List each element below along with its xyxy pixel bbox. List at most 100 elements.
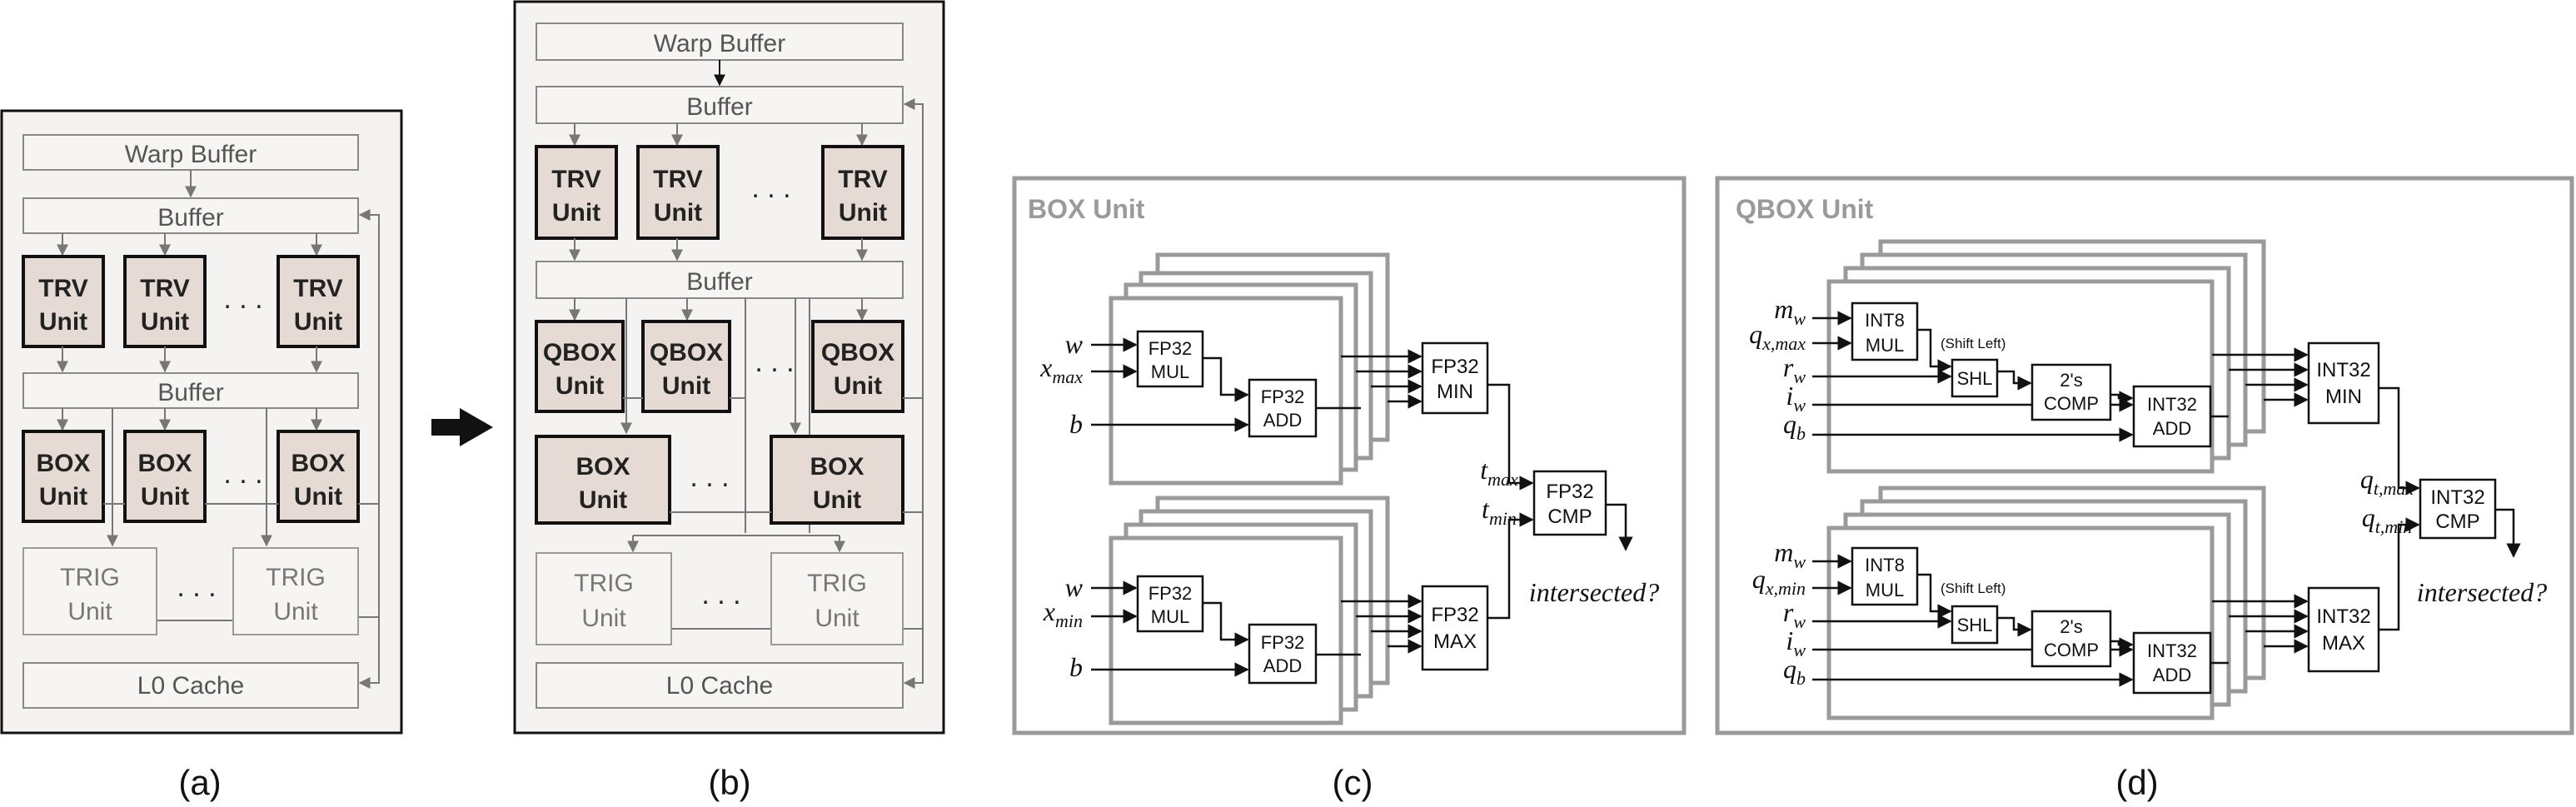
unit-label: Unit (294, 308, 342, 336)
op-label: FP32 (1148, 338, 1193, 359)
trv-unit: TRV Unit (636, 145, 720, 240)
trv-unit: TRV Unit (22, 255, 105, 348)
op-label: FP32 (1546, 481, 1593, 503)
panel-a: Warp Buffer Buffer TRV Unit TRV Unit . .… (0, 109, 403, 802)
unit-label: Unit (273, 598, 318, 625)
unit-label: Unit (552, 199, 600, 227)
twos-complement: 2's COMP (2030, 363, 2112, 421)
input-w: w (1065, 329, 1084, 359)
warp-buffer: Warp Buffer (22, 134, 359, 171)
box-unit: BOX Unit (22, 430, 105, 523)
op-label: COMP (2044, 393, 2099, 414)
int8-mul: INT8 MUL (1851, 546, 1919, 606)
op-label: MUL (1866, 580, 1904, 600)
input-b: b (1069, 409, 1083, 439)
trv-unit: TRV Unit (123, 255, 207, 348)
fp32-add: FP32 ADD (1248, 378, 1318, 438)
buffer-top: Buffer (22, 197, 359, 234)
op-label: SHL (1957, 368, 1993, 389)
input-xmin: xmin (1043, 596, 1083, 631)
trig-unit: TRIG Unit (536, 552, 672, 645)
unit-label: Unit (67, 598, 112, 625)
trig-unit: TRIG Unit (22, 547, 157, 635)
op-label: 2's (2060, 370, 2082, 391)
ellipsis: . . . (751, 172, 790, 204)
caption: (a) (178, 763, 221, 802)
op-label: 2's (2060, 616, 2082, 637)
unit-label: BOX (291, 450, 345, 477)
unit-label: BOX (575, 453, 630, 481)
unit-label: TRV (38, 275, 87, 302)
op-label: ADD (1263, 410, 1302, 431)
shl: SHL (1951, 605, 1999, 645)
buffer-middle: Buffer (22, 372, 359, 409)
input-iw: iw (1786, 381, 1806, 416)
unit-label: Unit (581, 605, 626, 632)
caption: (b) (708, 763, 750, 802)
qbox-unit: QBOX Unit (811, 320, 904, 413)
l0-cache-label: L0 Cache (137, 672, 244, 700)
op-label: INT32 (2430, 486, 2484, 509)
fp32-mul: FP32 MUL (1136, 330, 1204, 388)
op-label: CMP (1547, 506, 1592, 528)
op-label: FP32 (1431, 604, 1478, 626)
tmax-label: tmax (1480, 455, 1518, 490)
input-qxmax: qx,max (1749, 319, 1806, 354)
panel-c-box-unit: BOX Unit w xmax b w xmin b (1012, 176, 1687, 802)
trig-unit: TRIG Unit (770, 552, 904, 645)
input-iw: iw (1786, 625, 1806, 660)
unit-label: Unit (662, 372, 710, 400)
trv-unit: TRV Unit (821, 145, 904, 240)
ellipsis: . . . (690, 461, 729, 493)
warp-buffer-label: Warp Buffer (125, 141, 257, 168)
input-qxmin: qx,min (1752, 564, 1806, 599)
box-unit: BOX Unit (535, 435, 671, 525)
ellipsis: . . . (755, 346, 794, 378)
box-unit: BOX Unit (123, 430, 207, 523)
shift-left-note: (Shift Left) (1941, 336, 2005, 351)
l0-cache: L0 Cache (536, 662, 904, 709)
op-label: MIN (1437, 381, 1473, 403)
input-xmax: xmax (1039, 352, 1083, 387)
unit-label: Unit (141, 483, 189, 511)
unit-label: Unit (579, 486, 627, 514)
unit-label: Unit (834, 372, 882, 400)
result-label: intersected? (2417, 577, 2547, 607)
buffer-middle: Buffer (536, 261, 904, 299)
op-label: MAX (2322, 632, 2365, 655)
l0-cache: L0 Cache (22, 662, 359, 709)
warp-buffer-label: Warp Buffer (654, 30, 785, 57)
unit-label: QBOX (543, 339, 616, 366)
unit-label: TRV (140, 275, 189, 302)
result-label: intersected? (1529, 577, 1659, 607)
op-label: FP32 (1261, 632, 1305, 653)
ellipsis: . . . (701, 579, 740, 610)
fp32-mul: FP32 MUL (1136, 575, 1204, 633)
op-label: CMP (2435, 511, 2479, 533)
qbox-unit: QBOX Unit (535, 320, 625, 413)
trig-unit: TRIG Unit (232, 547, 359, 635)
qtmin-label: qt,min (2362, 502, 2413, 537)
unit-label: Unit (815, 605, 859, 632)
l0-cache-label: L0 Cache (666, 672, 773, 700)
unit-label: Unit (839, 199, 887, 227)
panel-title: QBOX Unit (1736, 194, 1874, 224)
unit-label: Unit (654, 199, 702, 227)
buffer-label: Buffer (157, 379, 224, 406)
buffer-top: Buffer (536, 86, 904, 124)
unit-label: BOX (36, 450, 90, 477)
unit-label: QBOX (650, 339, 723, 366)
unit-label: TRV (838, 166, 887, 193)
unit-label: Unit (39, 483, 87, 511)
input-w: w (1065, 572, 1084, 602)
trv-unit: TRV Unit (277, 255, 360, 348)
ellipsis: . . . (223, 458, 262, 490)
qtmax-label: qt,max (2360, 464, 2414, 499)
int32-cmp: INT32 CMP (2419, 478, 2497, 540)
trv-unit: TRV Unit (535, 145, 618, 240)
int32-add: INT32 ADD (2132, 385, 2212, 448)
op-label: FP32 (1148, 583, 1193, 604)
tmin-label: tmin (1482, 494, 1517, 529)
box-unit: BOX Unit (277, 430, 360, 523)
